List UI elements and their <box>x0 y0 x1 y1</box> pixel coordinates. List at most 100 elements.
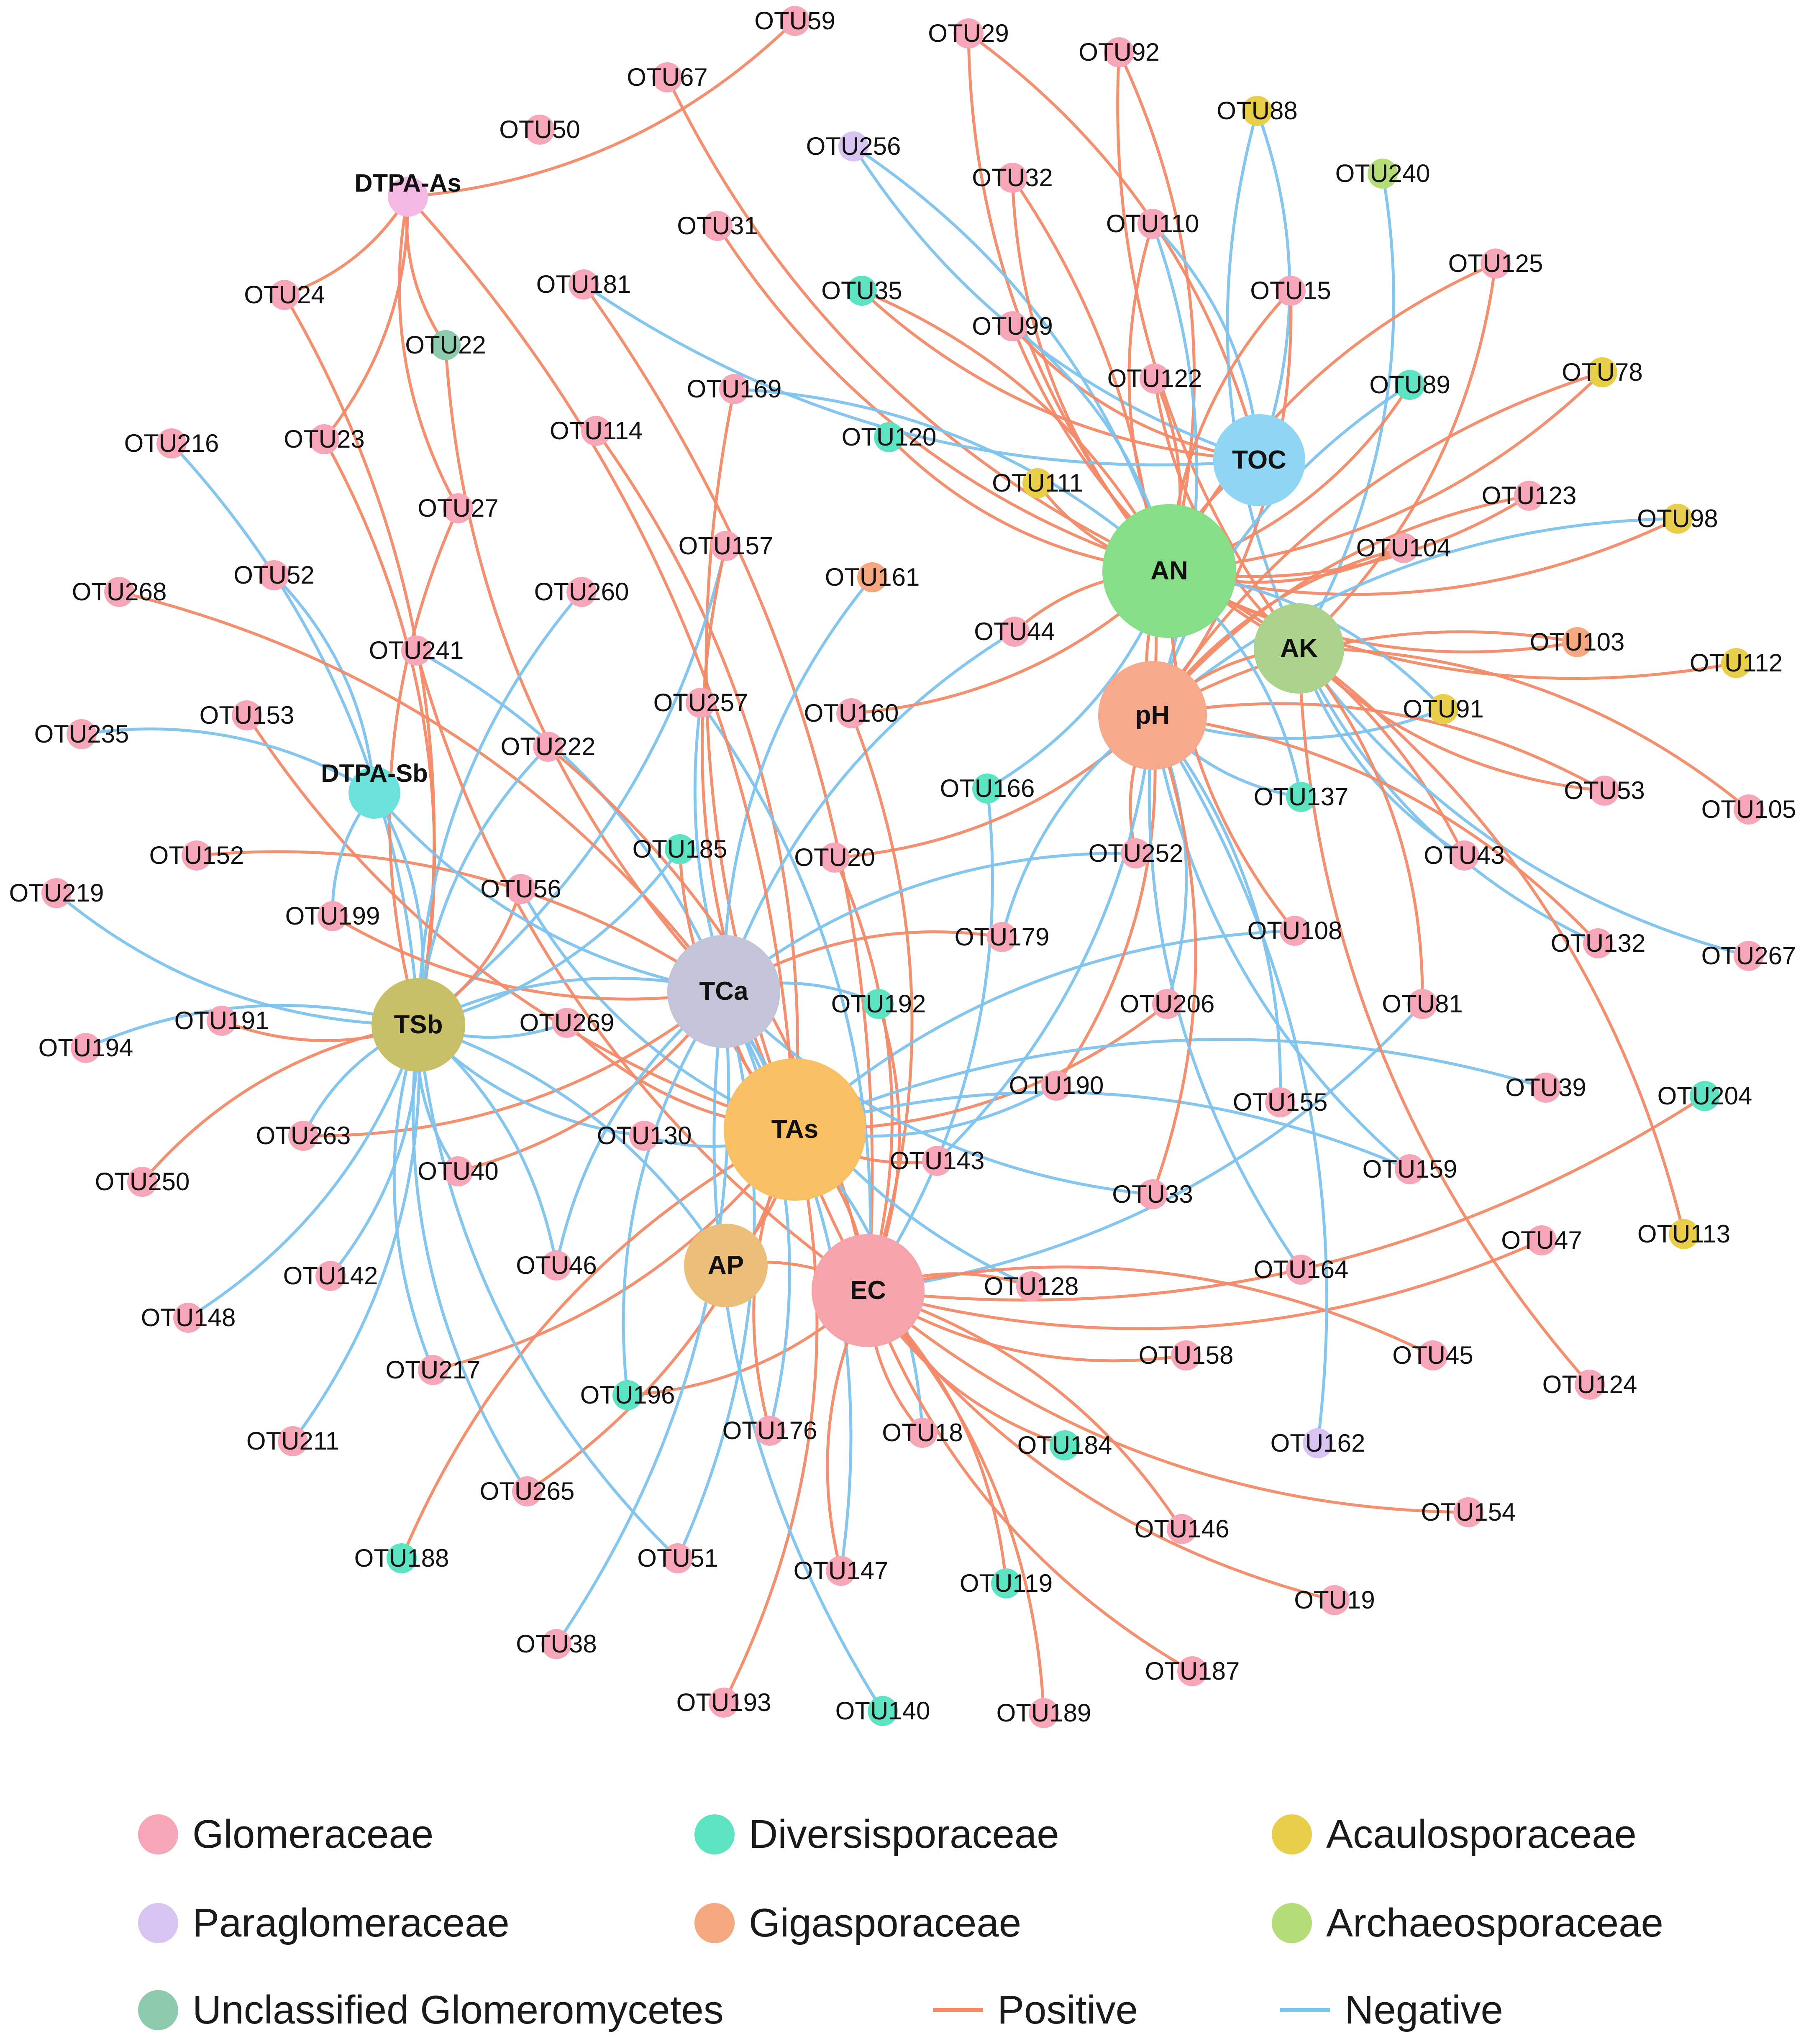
otu-node <box>612 1380 643 1410</box>
gigasporaceae-swatch-icon <box>694 1903 735 1943</box>
label-layer: TOCANAKpHTCaTAsTSbAPECDTPA-AsDTPA-SbOTU5… <box>9 7 1796 1727</box>
otu-label: OTU260 <box>534 578 629 606</box>
otu-label: OTU32 <box>972 164 1053 192</box>
otu-label: OTU219 <box>9 879 104 907</box>
edge-positive <box>141 1023 419 1183</box>
edge-positive <box>398 196 460 509</box>
edge-positive <box>595 430 799 1130</box>
otu-label: OTU148 <box>141 1304 236 1332</box>
otu-label: OTU146 <box>1135 1515 1230 1543</box>
otu-label: OTU153 <box>200 701 295 729</box>
otu-node <box>1395 370 1425 400</box>
otu-label: OTU154 <box>1421 1498 1516 1526</box>
hub-node-ph <box>1098 661 1207 770</box>
otu-node <box>569 269 599 300</box>
otu-node <box>719 374 749 404</box>
edge-negative <box>794 1091 1411 1171</box>
otu-node <box>401 635 431 666</box>
otu-label: OTU252 <box>1089 839 1184 867</box>
edge-negative <box>712 991 884 1712</box>
legend-item-glomeraceae: Glomeraceae <box>138 1811 433 1857</box>
legend-label: Gigasporaceae <box>749 1901 1022 1945</box>
otu-label: OTU125 <box>1448 249 1543 277</box>
otu-label: OTU92 <box>1078 38 1159 66</box>
edge-negative <box>1151 223 1199 716</box>
edge-positive <box>1168 262 1496 572</box>
edge-positive <box>1151 715 1197 1195</box>
otu-label: OTU122 <box>1107 364 1202 392</box>
hub-node-ap <box>684 1224 768 1307</box>
otu-label: OTU147 <box>794 1557 889 1585</box>
otu-node <box>259 560 289 590</box>
otu-node <box>182 840 212 871</box>
otu-label: OTU112 <box>1690 649 1783 677</box>
edge-negative <box>1298 647 1749 958</box>
legend-label: Paraglomeraceae <box>192 1901 510 1945</box>
acaulosporaceae-swatch-icon <box>1272 1814 1312 1854</box>
edge-positive <box>1117 51 1196 571</box>
diversisporaceae-swatch-icon <box>694 1814 735 1854</box>
otu-node <box>541 1629 571 1659</box>
otu-node <box>430 330 461 360</box>
legend-item-positive: Positive <box>933 1987 1138 2033</box>
otu-label: OTU196 <box>580 1381 675 1409</box>
otu-node <box>1575 1370 1605 1400</box>
edge-negative <box>794 1038 1546 1131</box>
otu-label: OTU23 <box>284 425 364 453</box>
otu-node <box>1583 928 1613 958</box>
edge-positive <box>284 196 409 297</box>
otu-node <box>1514 481 1544 511</box>
otu-label: OTU81 <box>1382 990 1463 1018</box>
otu-node <box>1265 1087 1295 1117</box>
hub-node-dtpa-as <box>388 177 428 217</box>
otu-node <box>1022 468 1053 498</box>
otu-node <box>1286 1255 1316 1285</box>
otu-node <box>581 416 611 446</box>
otu-node <box>1171 1340 1201 1370</box>
otu-label: OTU169 <box>687 375 782 403</box>
otu-label: OTU35 <box>821 277 902 305</box>
otu-label: OTU194 <box>38 1034 133 1062</box>
otu-label: OTU132 <box>1551 929 1646 957</box>
otu-node <box>1663 504 1693 534</box>
otu-node <box>288 1121 318 1151</box>
otu-node <box>1428 694 1458 724</box>
otu-node <box>1721 648 1751 678</box>
otu-node <box>552 1008 582 1038</box>
otu-label: OTU152 <box>149 841 244 869</box>
edge-positive <box>1151 371 1603 716</box>
edge-positive <box>1152 702 1605 792</box>
edge-positive <box>868 1239 1542 1330</box>
otu-label: OTU103 <box>1530 628 1625 656</box>
edge-positive <box>303 990 725 1137</box>
edge-positive <box>1298 647 1686 1235</box>
edge-negative <box>1151 517 1678 717</box>
edge-negative <box>699 702 872 1291</box>
otu-node <box>1016 1271 1046 1301</box>
otu-node <box>755 1416 785 1446</box>
otu-node <box>566 577 597 607</box>
otu-node <box>953 18 984 49</box>
otu-label: OTU185 <box>633 835 728 863</box>
otu-label: OTU193 <box>676 1688 771 1716</box>
otu-node <box>232 700 262 730</box>
otu-label: OTU159 <box>1363 1155 1458 1183</box>
otu-label: OTU181 <box>536 270 631 298</box>
otu-node <box>173 1303 203 1333</box>
otu-label: OTU78 <box>1562 358 1642 386</box>
otu-label: OTU142 <box>283 1262 378 1290</box>
otu-node <box>1121 838 1151 868</box>
otu-node <box>629 1121 659 1151</box>
otu-node <box>67 719 97 749</box>
edge-positive <box>407 195 797 1130</box>
edge-negative <box>85 1004 419 1050</box>
edge-positive <box>866 1290 1193 1673</box>
edge-negative <box>853 145 1171 572</box>
otu-node <box>907 1418 938 1448</box>
otu-label: OTU216 <box>124 429 219 457</box>
edge-negative <box>852 146 1260 462</box>
otu-node <box>315 1261 346 1291</box>
otu-node <box>1562 627 1592 657</box>
edge-negative <box>273 574 376 793</box>
otu-node <box>857 562 887 592</box>
